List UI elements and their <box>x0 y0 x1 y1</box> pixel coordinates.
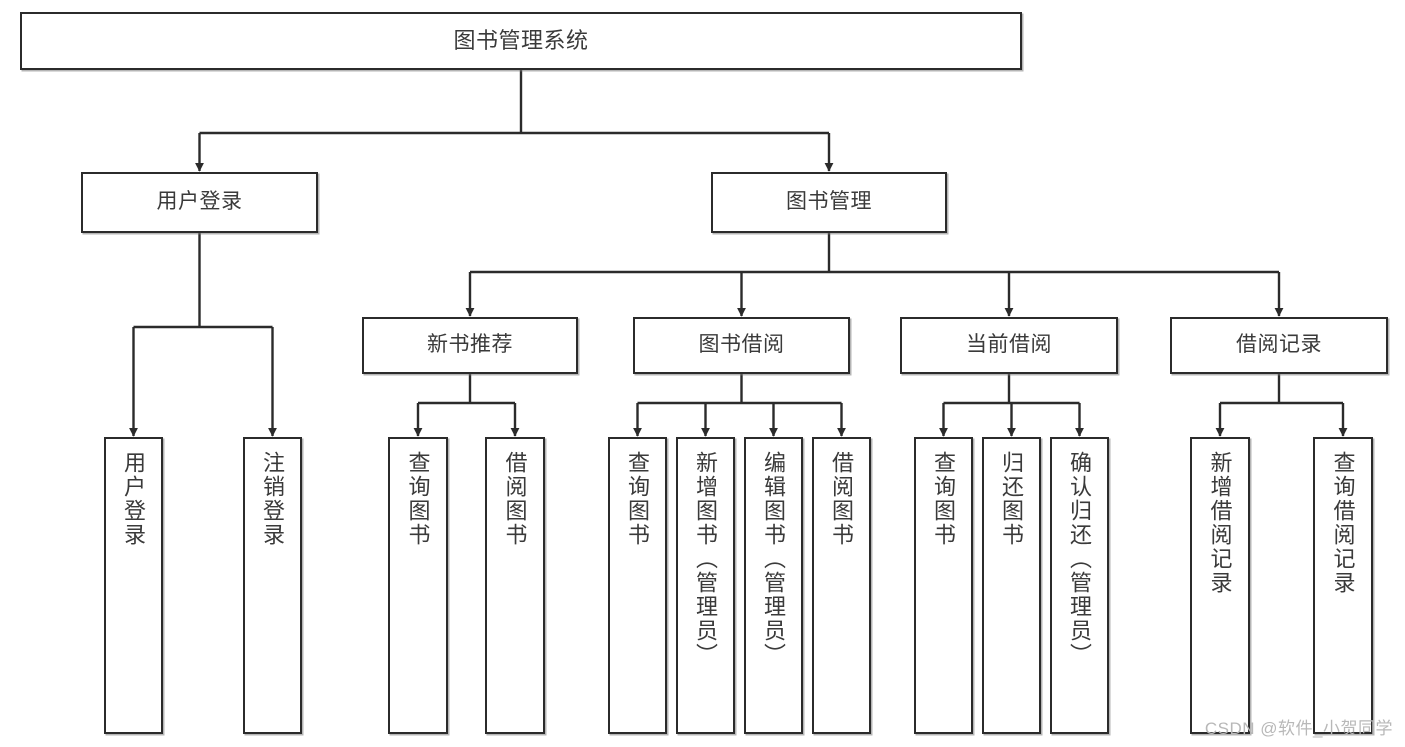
node-label: 新书推荐 <box>427 333 513 357</box>
node-newbook-2: 借阅图书 <box>485 437 545 734</box>
node-label: 图书管理 <box>786 190 872 214</box>
node-login-2: 注销登录 <box>243 437 302 734</box>
node-login: 用户登录 <box>81 172 318 233</box>
node-label: 图书借阅 <box>698 333 785 357</box>
node-records-2: 查询借阅记录 <box>1313 437 1373 734</box>
node-label: 借阅图书 <box>502 451 528 547</box>
node-label: 图书管理系统 <box>453 28 589 54</box>
node-label: 借阅记录 <box>1236 333 1322 357</box>
node-label: 新增借阅记录 <box>1207 451 1233 595</box>
node-current-3: 确认归还（管理员） <box>1050 437 1109 734</box>
node-borrow-4: 借阅图书 <box>812 437 871 734</box>
node-label: 用户登录 <box>121 451 147 547</box>
node-login-1: 用户登录 <box>104 437 163 734</box>
node-label: 借阅图书 <box>829 451 855 547</box>
node-borrow-1: 查询图书 <box>608 437 667 734</box>
node-label: 查询借阅记录 <box>1330 451 1356 595</box>
node-bookmgmt: 图书管理 <box>711 172 947 233</box>
node-current-1: 查询图书 <box>914 437 973 734</box>
node-label: 查询图书 <box>405 451 431 547</box>
node-borrow-3: 编辑图书（管理员） <box>744 437 803 734</box>
node-records: 借阅记录 <box>1170 317 1388 374</box>
watermark-text: CSDN @软件_小贺同学 <box>1204 719 1393 738</box>
node-label: 编辑图书（管理员） <box>761 451 787 667</box>
node-borrow: 图书借阅 <box>633 317 850 374</box>
node-records-1: 新增借阅记录 <box>1190 437 1250 734</box>
node-current: 当前借阅 <box>900 317 1118 374</box>
node-label: 当前借阅 <box>966 333 1052 357</box>
node-label: 新增图书（管理员） <box>693 451 719 667</box>
node-label: 归还图书 <box>999 451 1025 547</box>
node-newbook-1: 查询图书 <box>388 437 448 734</box>
node-borrow-2: 新增图书（管理员） <box>676 437 735 734</box>
node-label: 确认归还（管理员） <box>1067 451 1093 667</box>
node-current-2: 归还图书 <box>982 437 1041 734</box>
node-label: 用户登录 <box>156 190 243 214</box>
node-label: 查询图书 <box>625 451 651 547</box>
node-newbook: 新书推荐 <box>362 317 578 374</box>
node-root: 图书管理系统 <box>20 12 1022 70</box>
node-label: 注销登录 <box>260 451 286 547</box>
node-label: 查询图书 <box>931 451 957 547</box>
